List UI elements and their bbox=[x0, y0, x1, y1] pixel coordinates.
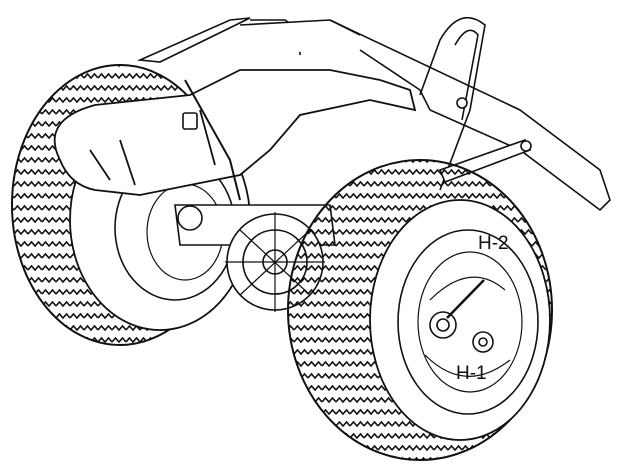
handle-bar bbox=[53, 69, 417, 196]
callout-h2: H-2 bbox=[478, 233, 509, 254]
h2-leader-line bbox=[446, 279, 485, 319]
right-rim bbox=[397, 229, 539, 415]
callout-h1: H-1 bbox=[456, 363, 487, 384]
frame-tubes bbox=[136, 16, 611, 212]
right-hub bbox=[429, 279, 494, 353]
right-wheel bbox=[287, 159, 553, 461]
